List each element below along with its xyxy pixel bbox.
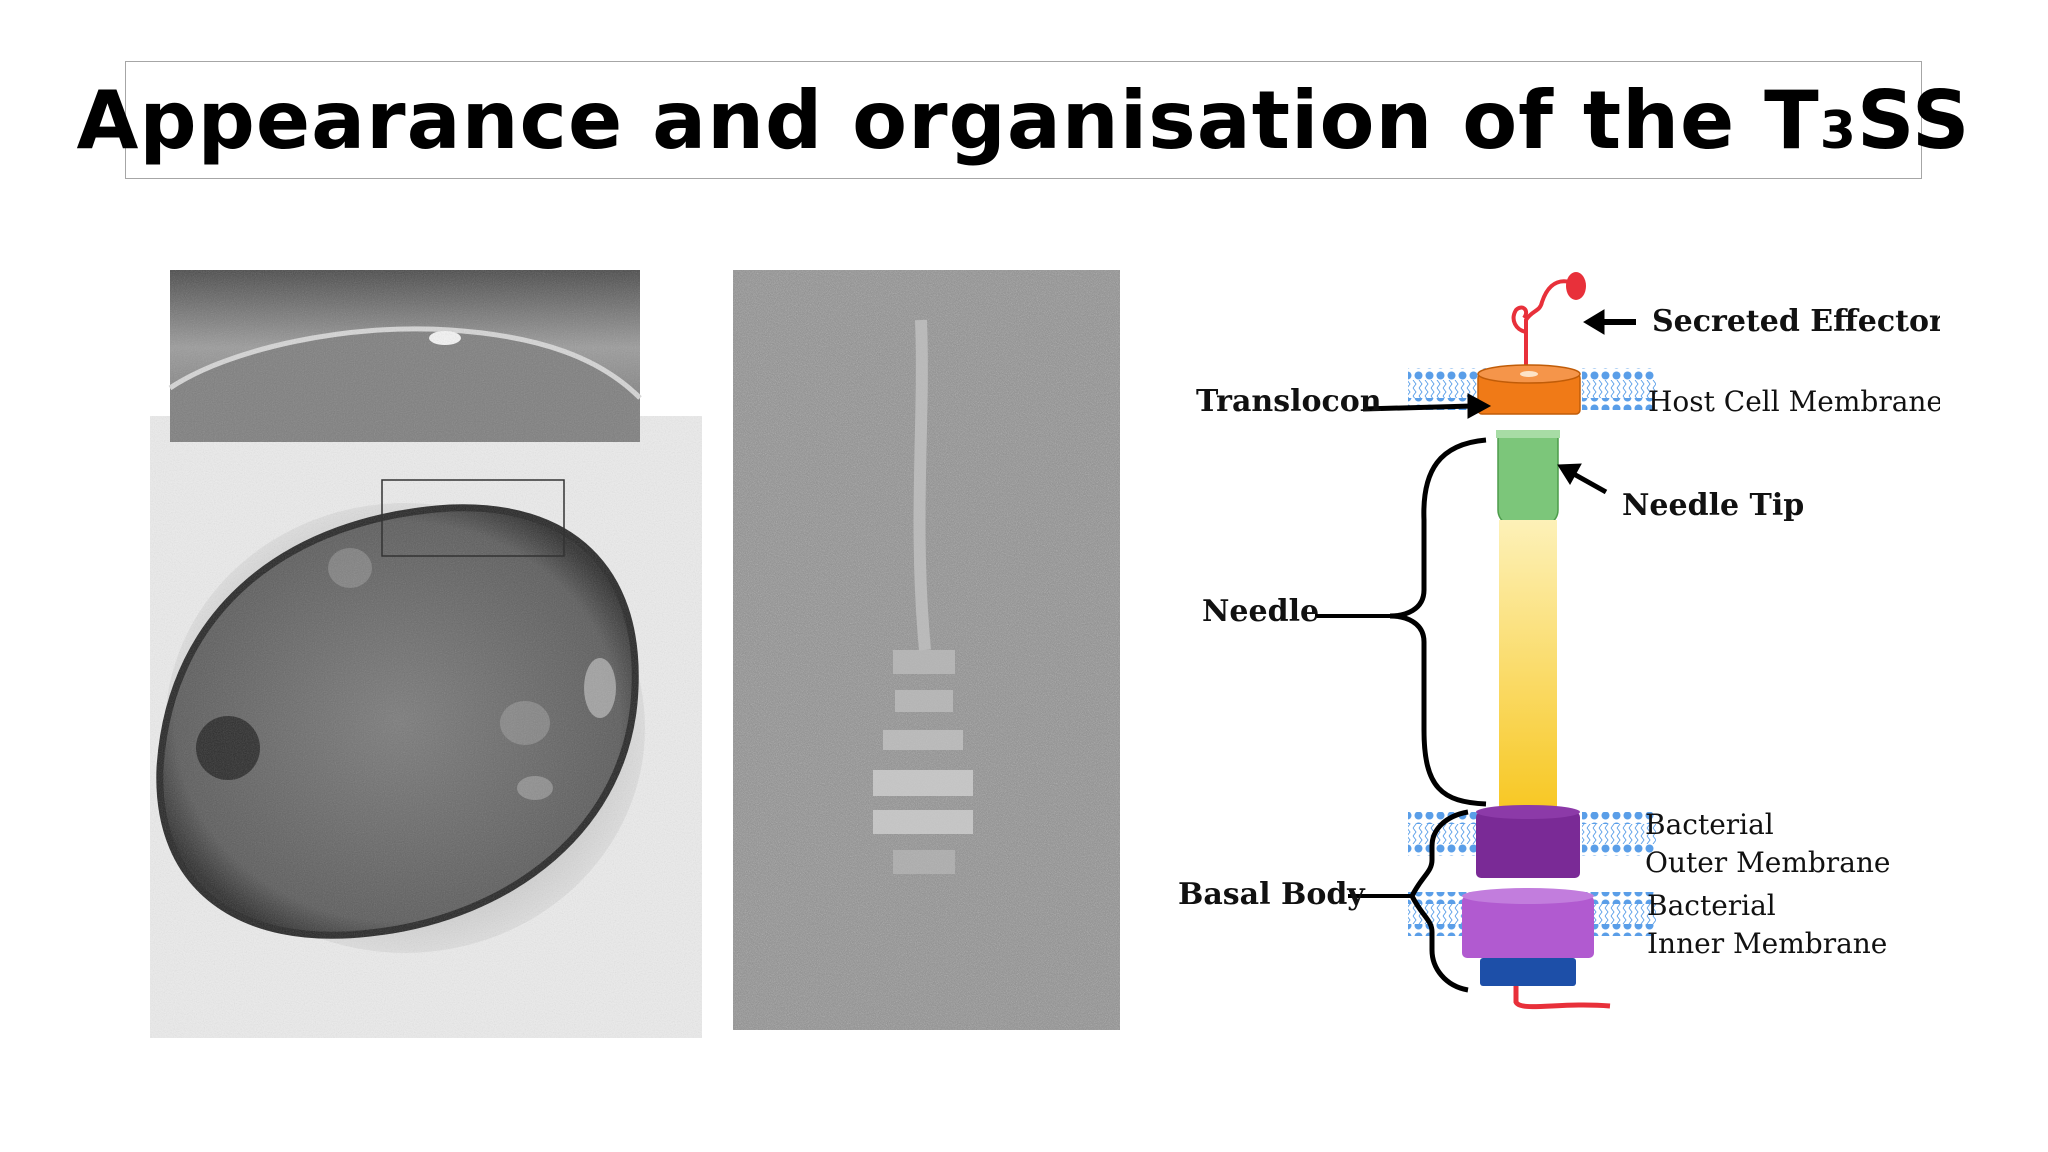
bacterium-micrograph [150, 270, 702, 1038]
title-end: SS [1856, 73, 1971, 167]
secreted-effector [1511, 272, 1586, 372]
label-needle-tip: Needle Tip [1622, 488, 1804, 523]
label-needle: Needle [1202, 594, 1319, 629]
basal-body [1462, 805, 1611, 1010]
label-bacterial-inner-2: Inner Membrane [1647, 927, 1887, 960]
t3ss-schematic: Secreted Effector Translocon Host Cell M… [1178, 272, 1940, 1010]
title-subscript: 3 [1819, 100, 1857, 161]
needle-complex-micrograph [733, 270, 1120, 1030]
label-basal-body: Basal Body [1178, 877, 1366, 912]
label-host-cell-membrane: Host Cell Membrane [1648, 385, 1940, 418]
translocon [1477, 364, 1581, 415]
label-bacterial-outer-2: Outer Membrane [1645, 846, 1891, 879]
title-box: Appearance and organisation of the T3SS [76, 61, 1970, 179]
label-bacterial-inner-1: Bacterial [1647, 889, 1776, 922]
label-translocon: Translocon [1196, 384, 1382, 419]
needle-tip [1497, 435, 1559, 531]
slide-title: Appearance and organisation of the T3SS [76, 74, 1970, 167]
needle-brace [1389, 437, 1487, 807]
title-main: Appearance and organisation of the T [76, 73, 1820, 167]
label-bacterial-outer-1: Bacterial [1645, 808, 1774, 841]
label-secreted-effector: Secreted Effector [1652, 304, 1940, 339]
needle-shaft [1499, 520, 1557, 828]
annotation-arrows [1362, 309, 1636, 495]
